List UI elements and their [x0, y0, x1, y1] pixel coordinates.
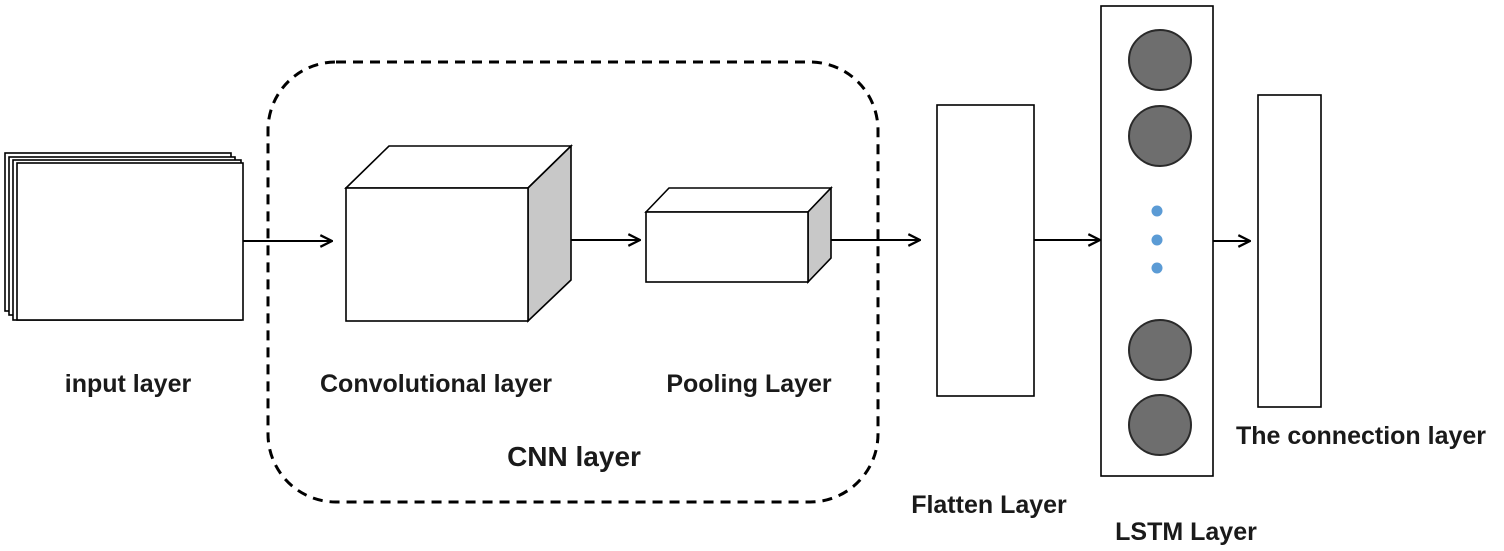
- ellipsis-dot: [1151, 262, 1163, 274]
- lstm-neuron: [1128, 394, 1192, 456]
- pooling-cube: [644, 186, 833, 284]
- lstm-neuron: [1128, 319, 1192, 381]
- convolutional-cube: [344, 144, 573, 323]
- label-convolutional-layer: Convolutional layer: [320, 370, 552, 398]
- label-input-layer: input layer: [65, 370, 192, 398]
- lstm-neuron: [1128, 105, 1192, 167]
- label-flatten-layer: Flatten Layer: [911, 491, 1067, 519]
- label-cnn-layer: CNN layer: [507, 441, 641, 472]
- label-connection-layer: The connection layer: [1236, 422, 1486, 450]
- lstm-layer: [1100, 5, 1214, 477]
- label-lstm-layer: LSTM Layer: [1115, 518, 1257, 546]
- lstm-neuron: [1128, 29, 1192, 91]
- ellipsis-dot: [1151, 234, 1163, 246]
- flatten-layer-box: [936, 104, 1035, 397]
- cnn-layer-container: [266, 60, 880, 504]
- ellipsis-dot: [1151, 205, 1163, 217]
- label-pooling-layer: Pooling Layer: [666, 370, 832, 398]
- input-layer-stack: [4, 152, 244, 321]
- connection-layer-box: [1257, 94, 1322, 408]
